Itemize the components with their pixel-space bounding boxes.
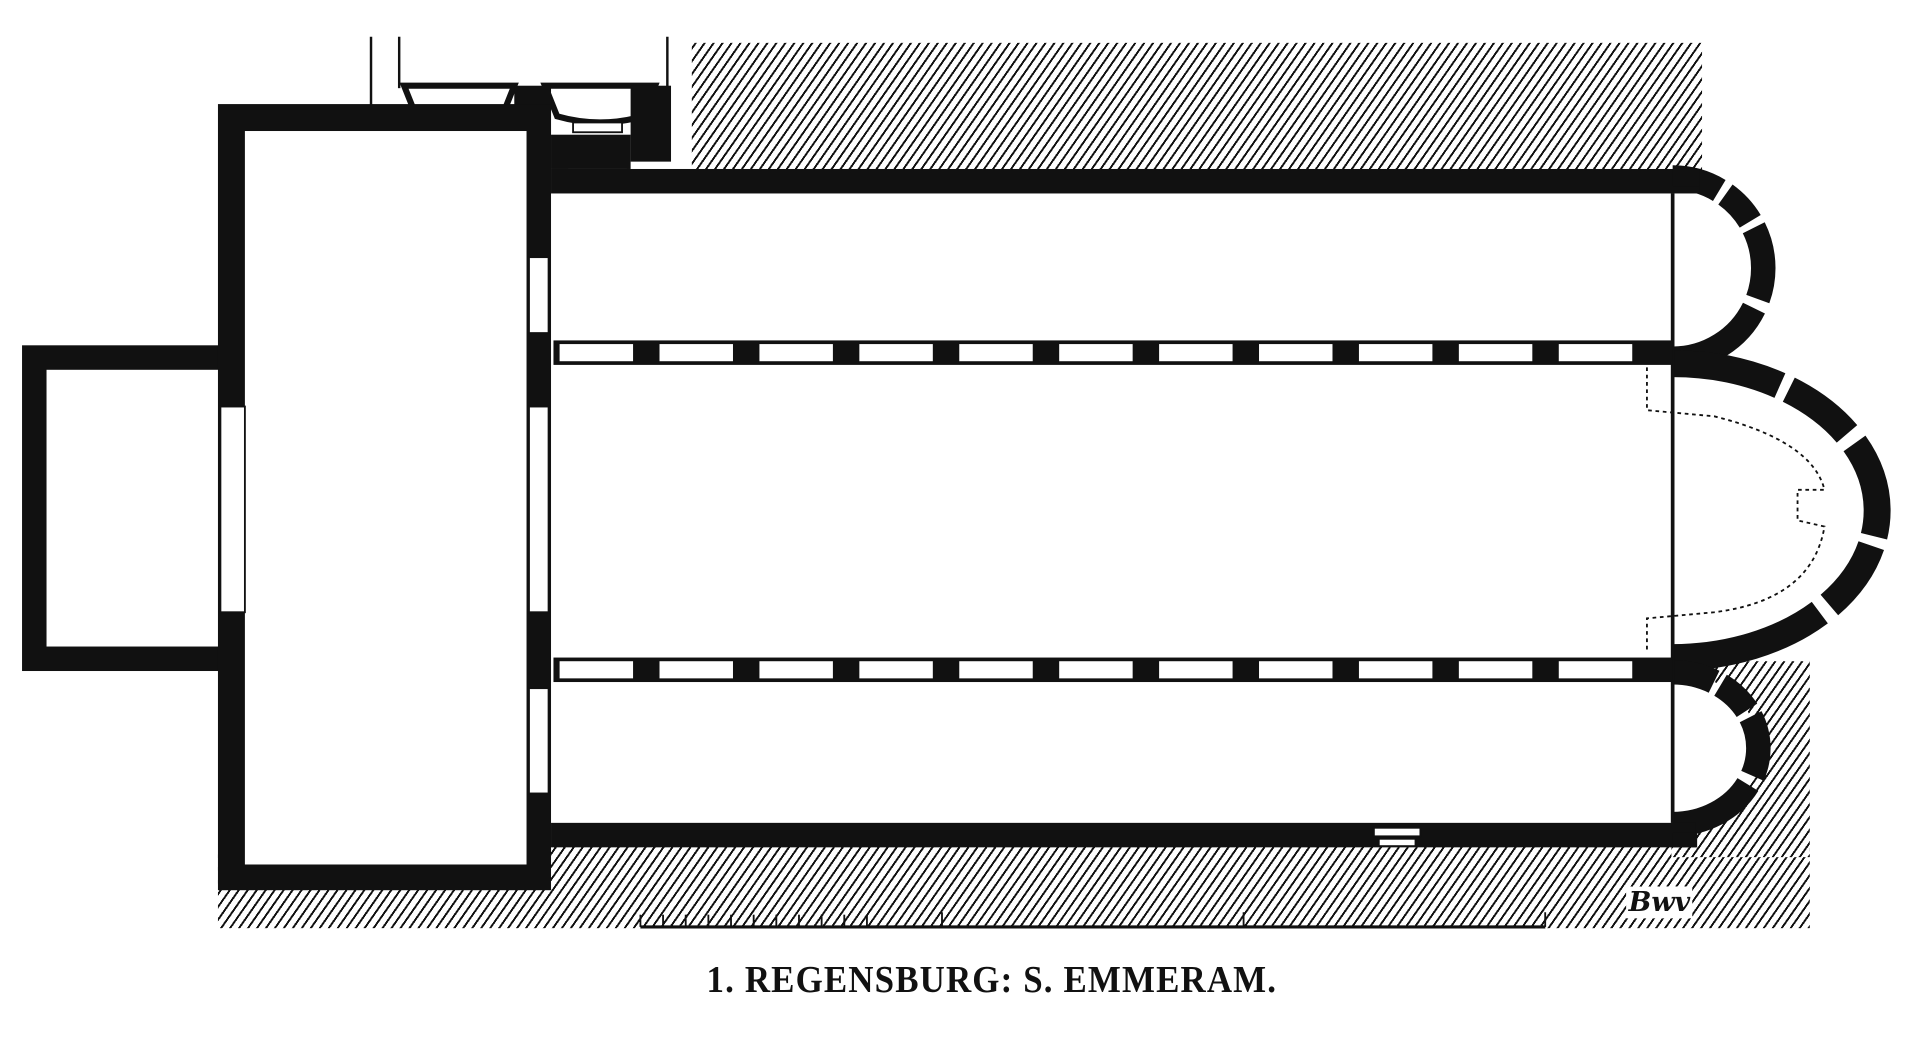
narthex-west-opening: [219, 405, 246, 614]
arcade-opening: [559, 344, 634, 362]
south-arcade: [553, 657, 1673, 683]
arcade-opening: [859, 344, 933, 362]
arcade-opening: [759, 661, 833, 679]
arcade-opening: [659, 344, 733, 362]
arcade-opening: [559, 661, 634, 679]
arcade-opening: [659, 661, 733, 679]
north-apse: [1672, 165, 1776, 372]
central-apse: [1672, 350, 1891, 672]
south-door: [1372, 826, 1422, 848]
north-wall: [551, 168, 1700, 194]
crypt-outline: [1646, 367, 1826, 652]
arcade-opening: [1059, 661, 1133, 679]
arcade-opening: [1159, 661, 1233, 679]
arcade-opening: [959, 344, 1033, 362]
south-wall: [551, 822, 1696, 848]
arcade-opening: [1159, 344, 1233, 362]
scale-bar: [639, 912, 1547, 929]
arcade-opening: [1358, 344, 1433, 362]
north-arcade: [553, 340, 1673, 365]
arcade-opening: [1558, 661, 1633, 679]
arcade-opening: [1259, 661, 1333, 679]
signature: Bwv: [1626, 886, 1693, 919]
arcade-opening: [959, 661, 1033, 679]
arcade-opening: [1458, 344, 1533, 362]
arcade-opening: [1059, 344, 1133, 362]
arcade-opening: [1259, 344, 1333, 362]
plan-caption: 1. REGENSBURG: S. EMMERAM.: [706, 957, 1278, 1001]
arcade-opening: [1458, 661, 1533, 679]
arcade-opening: [859, 661, 933, 679]
hatched-ground-north: [691, 42, 1703, 171]
apses: [1646, 165, 1891, 837]
arcade-opening: [1358, 661, 1433, 679]
arcade-opening: [1558, 344, 1633, 362]
south-apse: [1672, 660, 1771, 837]
arcade-opening: [759, 344, 833, 362]
